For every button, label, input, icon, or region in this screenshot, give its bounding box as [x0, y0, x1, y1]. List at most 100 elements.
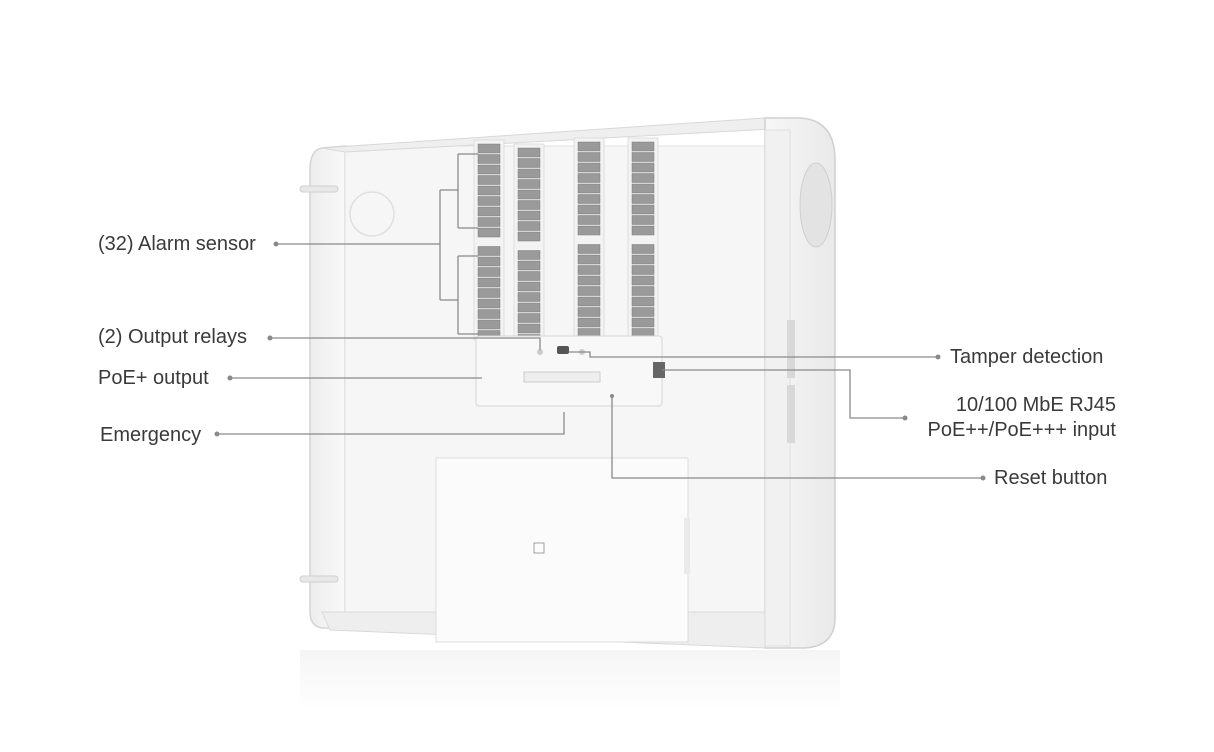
terminal-screw — [517, 210, 541, 221]
terminal-screw — [577, 173, 601, 183]
terminal-screw — [517, 260, 541, 271]
terminal-screw — [631, 173, 655, 183]
label-output-relays: (2) Output relays — [98, 326, 247, 348]
hinge-pin-top — [299, 185, 339, 193]
terminal-screw — [517, 292, 541, 302]
terminal-screw — [517, 179, 541, 189]
battery-box-body — [435, 457, 689, 643]
enclosure — [299, 117, 836, 649]
reset-pinhole — [610, 394, 614, 398]
terminal-screw — [631, 141, 655, 152]
terminal-screw — [577, 254, 601, 265]
relay-led-1 — [537, 349, 543, 355]
terminal-screw — [577, 183, 601, 194]
terminal-screw — [631, 275, 655, 286]
terminal-screw — [577, 296, 601, 307]
terminal-screw — [631, 183, 655, 194]
leader-lines — [217, 153, 983, 479]
terminal-screw — [631, 317, 655, 328]
terminal-screw — [631, 215, 655, 225]
terminal-screw — [477, 217, 501, 227]
terminal-screw — [477, 196, 501, 206]
terminal-screw — [631, 204, 655, 215]
label-alarm-sensor: (32) Alarm sensor — [98, 233, 256, 255]
terminal-screw — [577, 286, 601, 296]
side-slot-lower — [787, 385, 795, 443]
terminal-screw — [517, 281, 541, 292]
terminal-screw — [477, 298, 501, 309]
terminal-screw — [477, 175, 501, 185]
terminal-screw — [631, 225, 655, 236]
battery-box — [435, 457, 690, 643]
leader-rj45 — [662, 369, 905, 419]
terminal-screw — [577, 204, 601, 215]
board-plate — [475, 335, 663, 407]
terminal-screw — [477, 267, 501, 277]
leader-dots — [214, 241, 986, 481]
battery-box-side — [684, 518, 690, 574]
terminal-screw — [477, 277, 501, 288]
leader-emergency — [217, 412, 565, 435]
floor-reflection — [300, 650, 840, 710]
dot-reset — [980, 475, 986, 481]
terminal-screw — [517, 158, 541, 168]
dot-tamper — [935, 354, 941, 360]
enclosure-left-wall — [309, 145, 346, 629]
dot-rj45 — [902, 415, 908, 421]
terminal-screw — [517, 200, 541, 210]
board-connector-strip — [523, 371, 601, 383]
leader-output-relays — [270, 337, 541, 350]
terminal-screw — [477, 206, 501, 217]
rj45-port — [653, 362, 665, 378]
terminal-screw — [631, 286, 655, 296]
terminal-screw — [577, 307, 601, 317]
terminal-screw — [577, 225, 601, 236]
terminal-screw — [517, 231, 541, 242]
dot-emergency — [214, 431, 220, 437]
terminal-screw — [477, 164, 501, 175]
label-reset-button: Reset button — [994, 467, 1108, 489]
knockout-circle — [349, 191, 395, 237]
terminal-screw — [577, 194, 601, 204]
terminal-screw — [517, 271, 541, 281]
tamper-switch — [557, 346, 569, 354]
terminal-screw — [577, 162, 601, 173]
terminal-screw — [577, 244, 601, 254]
terminal-screw — [517, 323, 541, 334]
terminal-screw — [477, 227, 501, 238]
terminal-screw — [631, 296, 655, 307]
terminal-screw — [631, 254, 655, 265]
terminal-screw — [631, 307, 655, 317]
leader-alarm-sensor — [276, 153, 478, 335]
terminal-screw — [517, 302, 541, 313]
side-slot-upper — [787, 320, 795, 378]
terminal-screw — [477, 154, 501, 164]
dot-output-relays — [267, 335, 273, 341]
terminal-screw — [517, 189, 541, 200]
cable-hole — [799, 162, 833, 248]
terminal-screw — [577, 215, 601, 225]
terminal-screw — [577, 141, 601, 152]
dot-alarm-sensor — [273, 241, 279, 247]
terminal-screw — [577, 275, 601, 286]
controller-board — [475, 335, 665, 407]
hinge-pin-bottom — [299, 575, 339, 583]
alarm-sensor-terminals — [473, 137, 659, 345]
label-rj45-line1: 10/100 MbE RJ45 — [955, 394, 1116, 416]
terminal-screw — [577, 317, 601, 328]
terminal-screw — [517, 313, 541, 323]
terminal-screw — [477, 319, 501, 330]
terminal-screw — [517, 221, 541, 231]
label-tamper-detection: Tamper detection — [950, 346, 1104, 368]
terminal-screw — [631, 244, 655, 254]
terminal-screw — [477, 143, 501, 154]
terminal-screw — [577, 265, 601, 275]
terminal-screw — [477, 256, 501, 267]
terminal-screw — [477, 309, 501, 319]
terminal-screw — [631, 162, 655, 173]
label-emergency: Emergency — [100, 424, 202, 446]
leader-reset — [611, 398, 983, 479]
terminal-screw — [631, 194, 655, 204]
terminal-screw — [477, 246, 501, 256]
